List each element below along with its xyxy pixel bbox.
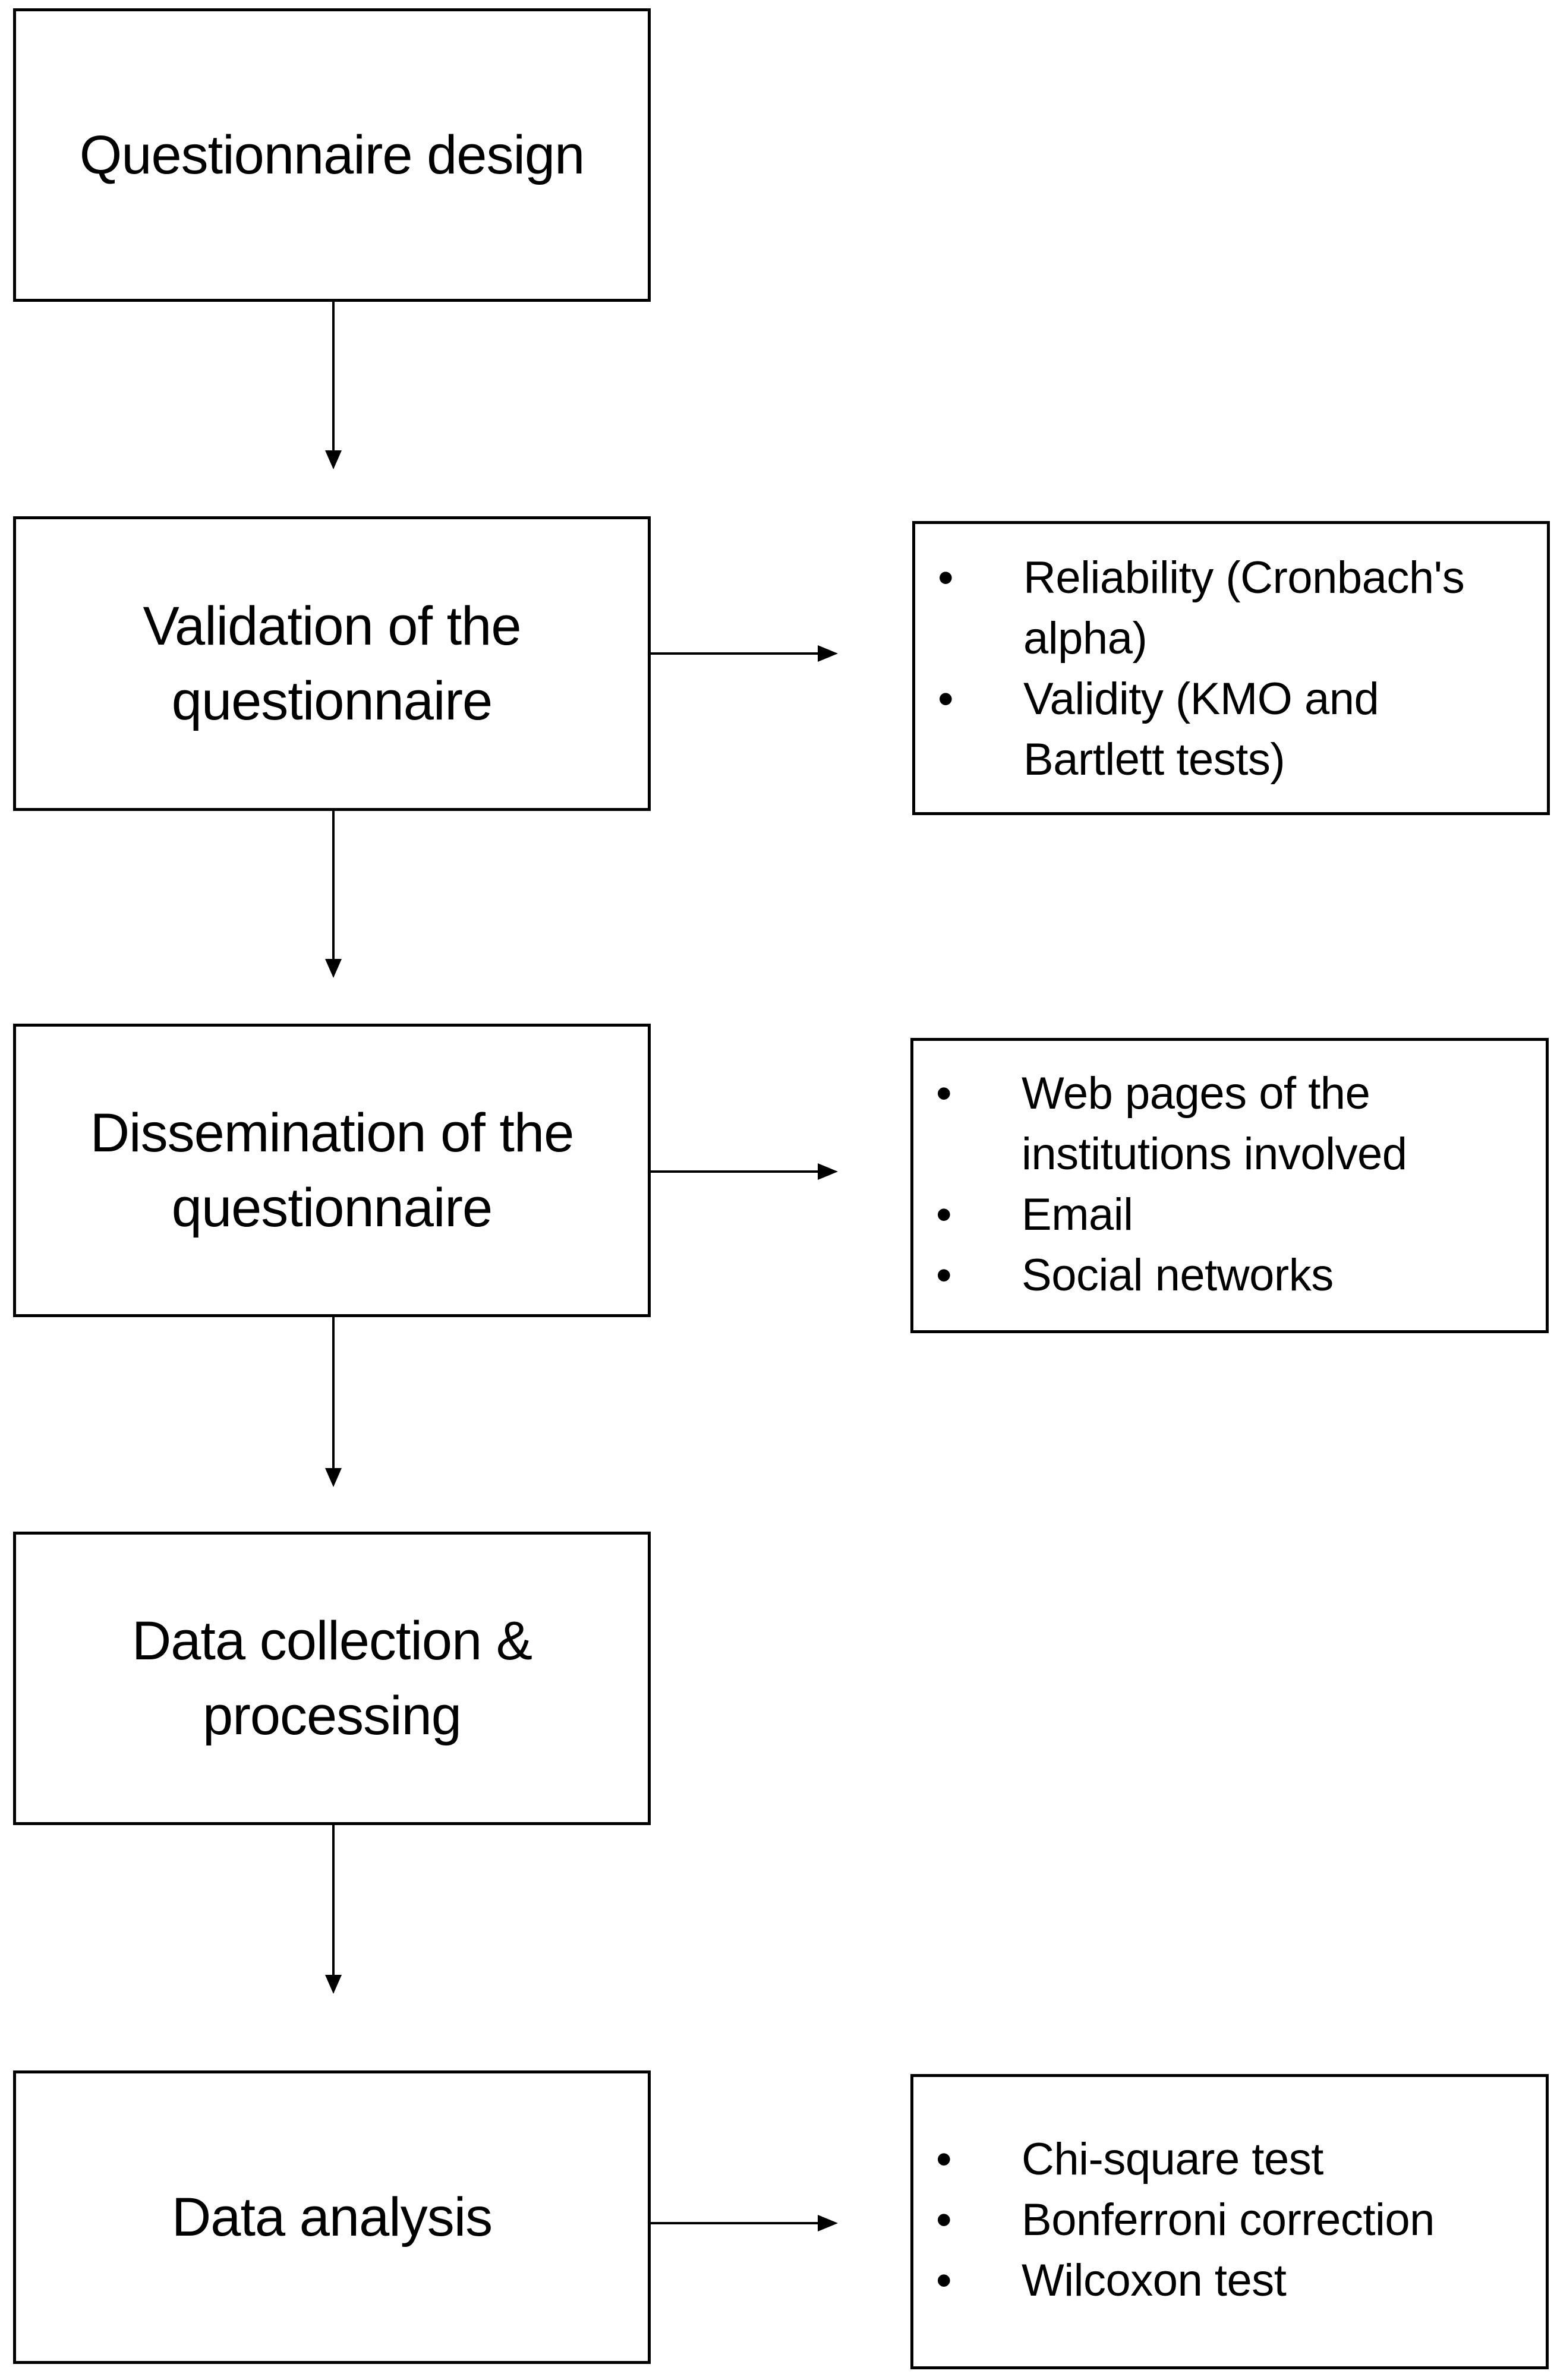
note-item: Email <box>913 1185 1498 1245</box>
note-item: Wilcoxon test <box>913 2250 1510 2311</box>
step-data-analysis: Data analysis <box>13 2070 651 2364</box>
arrow-design-to-validation <box>325 302 342 469</box>
step-label: Questionnaire design <box>79 125 585 185</box>
step-label: Dissemination of the questionnaire <box>90 1103 575 1238</box>
note-item: Validity (KMO and Bartlett tests) <box>915 669 1511 790</box>
step-label: Data analysis <box>171 2187 493 2248</box>
note-item: Chi-square test <box>913 2129 1510 2190</box>
arrow-dissemination-to-notes <box>650 1163 838 1180</box>
note-item: Social networks <box>913 1245 1498 1306</box>
arrow-analysis-to-notes <box>650 2215 838 2231</box>
arrow-dissemination-to-collection <box>325 1317 342 1487</box>
step-label: Data collection & processing <box>131 1611 532 1746</box>
arrow-validation-to-notes <box>650 645 838 662</box>
step-questionnaire-design: Questionnaire design <box>13 8 651 302</box>
note-item: Bonferroni correction <box>913 2190 1510 2250</box>
note-item: Reliability (Cronbach's alpha) <box>915 548 1511 669</box>
notes-dissemination: Web pages of the institutions involved E… <box>910 1038 1549 1333</box>
step-label: Validation of the questionnaire <box>143 596 522 731</box>
notes-validation: Reliability (Cronbach's alpha) Validity … <box>912 521 1550 815</box>
note-item: Web pages of the institutions involved <box>913 1063 1498 1185</box>
notes-analysis: Chi-square test Bonferroni correction Wi… <box>910 2074 1549 2369</box>
step-validation: Validation of the questionnaire <box>13 516 651 811</box>
step-data-collection: Data collection & processing <box>13 1532 651 1825</box>
arrow-collection-to-analysis <box>325 1825 342 1994</box>
arrow-validation-to-dissemination <box>325 811 342 978</box>
step-dissemination: Dissemination of the questionnaire <box>13 1024 651 1317</box>
